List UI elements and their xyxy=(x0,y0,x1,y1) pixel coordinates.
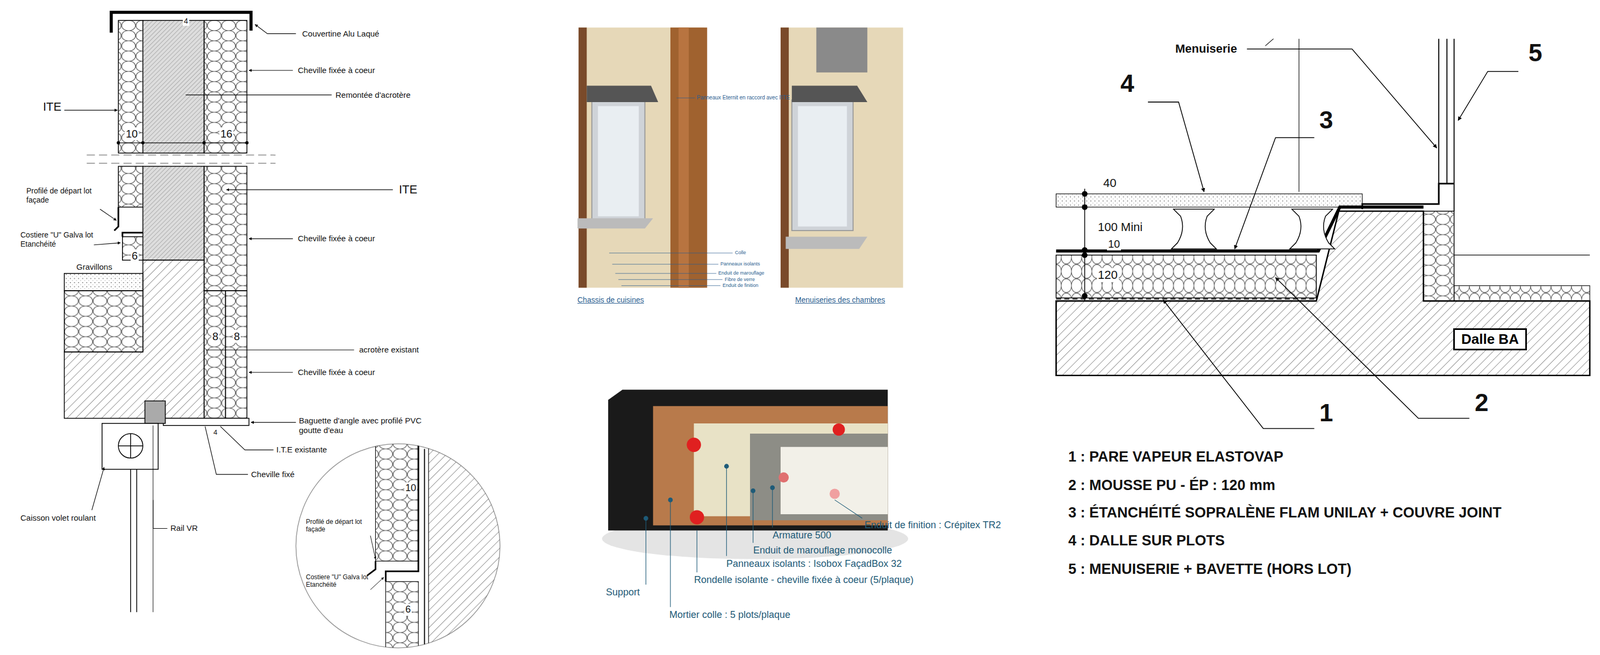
part-label: Fibre de verre xyxy=(724,276,755,283)
dimension: 10 xyxy=(404,482,418,495)
part-label: Cheville fixée à coeur xyxy=(297,367,375,378)
dimension: 10 xyxy=(124,127,139,141)
dimension: 6 xyxy=(130,249,139,263)
part-label: Rondelle isolante - cheville fixée à coe… xyxy=(694,574,914,587)
part-label: Remontée d'acrotère xyxy=(335,90,411,100)
part-label: Gravillons xyxy=(76,262,113,273)
callout-number: 5 xyxy=(1528,38,1543,68)
key-line: 3 : ÉTANCHÉITÉ SOPRALÈNE FLAM UNILAY + C… xyxy=(1068,504,1502,522)
key-line: 4 : DALLE SUR PLOTS xyxy=(1068,532,1225,550)
dimension: 40 xyxy=(1102,176,1118,191)
part-label: Menuiserie xyxy=(1175,41,1238,56)
box-text: Dalle BA xyxy=(1461,331,1519,348)
part-label: Armature 500 xyxy=(772,530,832,542)
part-label: Costiere "U" Galva lot Etanchéité xyxy=(305,573,370,590)
part-label: Cheville fixée à coeur xyxy=(297,233,375,244)
dimension: 8 xyxy=(211,330,220,344)
part-label: Panneaux Eternit en raccord avec l'ITE xyxy=(696,94,790,102)
part-label: Panneaux isolants : Isobox FaçadBox 32 xyxy=(726,558,902,571)
part-label: Couvertine Alu Laqué xyxy=(302,29,380,39)
dimension: 6 xyxy=(404,604,412,617)
caption-label: Menuiseries des chambres xyxy=(795,295,885,305)
dimension: 16 xyxy=(219,127,234,141)
part-label: Cheville fixé xyxy=(251,469,295,480)
callout-number: 1 xyxy=(1319,398,1334,428)
part-label: Enduit de finition : Crépitex TR2 xyxy=(864,519,1002,532)
part-label: Colle xyxy=(734,250,747,256)
part-label: Enduit de finition xyxy=(722,282,759,289)
part-label: Enduit de marouflage xyxy=(718,270,765,277)
part-label: ITE xyxy=(398,182,418,197)
part-label: Support xyxy=(605,587,640,599)
key-line: 1 : PARE VAPEUR ELASTOVAP xyxy=(1068,448,1284,466)
part-label: Enduit de marouflage monocolle xyxy=(753,545,892,557)
dimension: 10 xyxy=(1106,237,1121,251)
part-label: Profilé de départ lot façade xyxy=(305,518,370,534)
part-label: I.T.E existante xyxy=(276,445,327,455)
callout-number: 3 xyxy=(1319,105,1334,135)
part-label: Costiere "U" Galva lot Etanchéité xyxy=(20,230,96,249)
slab-label-box: Dalle BA xyxy=(1453,328,1527,351)
dimension: 4 xyxy=(182,16,190,26)
caption-label: Chassis de cuisines xyxy=(577,295,645,305)
part-label: Rail VR xyxy=(170,523,198,534)
callout-number: 2 xyxy=(1474,388,1489,418)
part-label: Caisson volet roulant xyxy=(20,513,96,524)
part-label: Cheville fixée à coeur xyxy=(297,65,375,76)
part-label: acrotère existant xyxy=(359,345,419,355)
dimension: 4 xyxy=(212,428,219,438)
part-label: Baguette d'angle avec profilé PVC goutte… xyxy=(298,416,423,436)
part-label: ITE xyxy=(43,100,62,114)
part-label: Profilé de départ lot façade xyxy=(26,186,102,205)
callout-number: 4 xyxy=(1120,68,1135,99)
dimension: 100 Mini xyxy=(1096,220,1144,235)
dimension: 120 xyxy=(1096,268,1119,283)
key-line: 2 : MOUSSE PU - ÉP : 120 mm xyxy=(1068,476,1276,495)
part-label: Mortier colle : 5 plots/plaque xyxy=(669,609,791,622)
dimension: 8 xyxy=(232,330,241,344)
part-label: Panneaux isolants xyxy=(720,261,761,268)
key-line: 5 : MENUISERIE + BAVETTE (HORS LOT) xyxy=(1068,560,1352,578)
